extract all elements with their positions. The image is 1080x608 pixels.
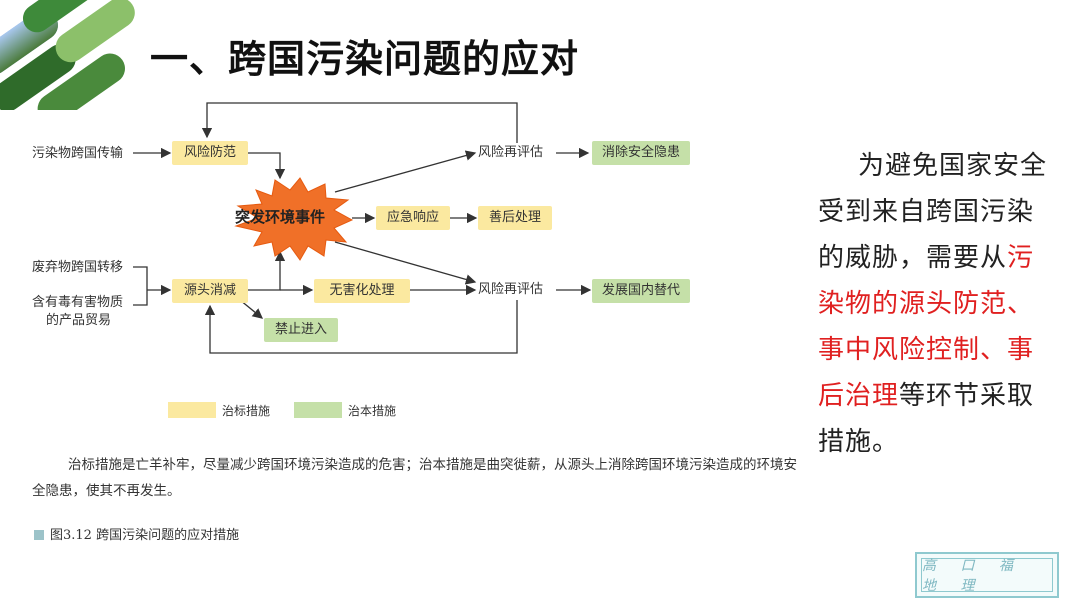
event-burst: [234, 177, 354, 261]
side-text-part2: 等环节采取措施。: [818, 381, 1035, 457]
flow-diagram: 污染物跨国传输 废弃物跨国转移 含有毒有害物质 的产品贸易 风险防范 源头消减 …: [32, 102, 690, 418]
substitute-box: 发展国内替代: [592, 279, 690, 303]
legend-green-swatch: [294, 402, 342, 418]
legend-green-label: 治本措施: [348, 404, 397, 418]
slide-title: 一、跨国污染问题的应对: [150, 37, 580, 81]
aftermath-box: 善后处理: [478, 206, 552, 230]
reassess-bottom-label: 风险再评估: [478, 282, 544, 297]
legend-yellow-label: 治标措施: [222, 404, 271, 418]
input-waste-label: 废弃物跨国转移: [32, 260, 124, 275]
reassess-top-label: 风险再评估: [478, 145, 544, 160]
input-trade-label-line2: 的产品贸易: [46, 313, 112, 328]
watermark-stamp: 高 口 福 地 理: [915, 552, 1059, 598]
corner-decoration: [0, 0, 135, 110]
watermark-text: 高 口 福 地 理: [921, 558, 1053, 594]
side-text-part1: 为避免国家安全受到来自跨国污染的威胁，需要从: [818, 151, 1048, 273]
harmless-box: 无害化处理: [314, 279, 410, 303]
emergency-box: 应急响应: [376, 206, 450, 230]
caption-paragraph: 治标措施是亡羊补牢，尽量减少跨国环境污染造成的危害；治本措施是曲突徙薪，从源头上…: [32, 457, 797, 499]
flow-arrows: [133, 102, 592, 354]
risk-prevention-box: 风险防范: [172, 141, 248, 165]
side-text: 为避免国家安全受到来自跨国污染的威胁，需要从污染物的源头防范、事中风险控制、事后…: [818, 143, 1058, 465]
figure-caption-text: 图3.12 跨国污染问题的应对措施: [50, 528, 240, 543]
eliminate-box: 消除安全隐患: [592, 141, 690, 165]
legend-yellow-swatch: [168, 402, 216, 418]
input-trade-label-line1: 含有毒有害物质: [32, 295, 124, 310]
figure-caption: 图3.12 跨国污染问题的应对措施: [34, 524, 239, 543]
event-label: 突发环境事件: [234, 208, 325, 226]
ban-box: 禁止进入: [264, 318, 338, 342]
caption-marker: [34, 530, 44, 540]
side-text-highlight: 污染物的源头防范、事中风险控制、事后治理: [818, 243, 1035, 411]
input-transport-label: 污染物跨国传输: [32, 146, 124, 161]
source-reduction-box: 源头消减: [172, 279, 248, 303]
